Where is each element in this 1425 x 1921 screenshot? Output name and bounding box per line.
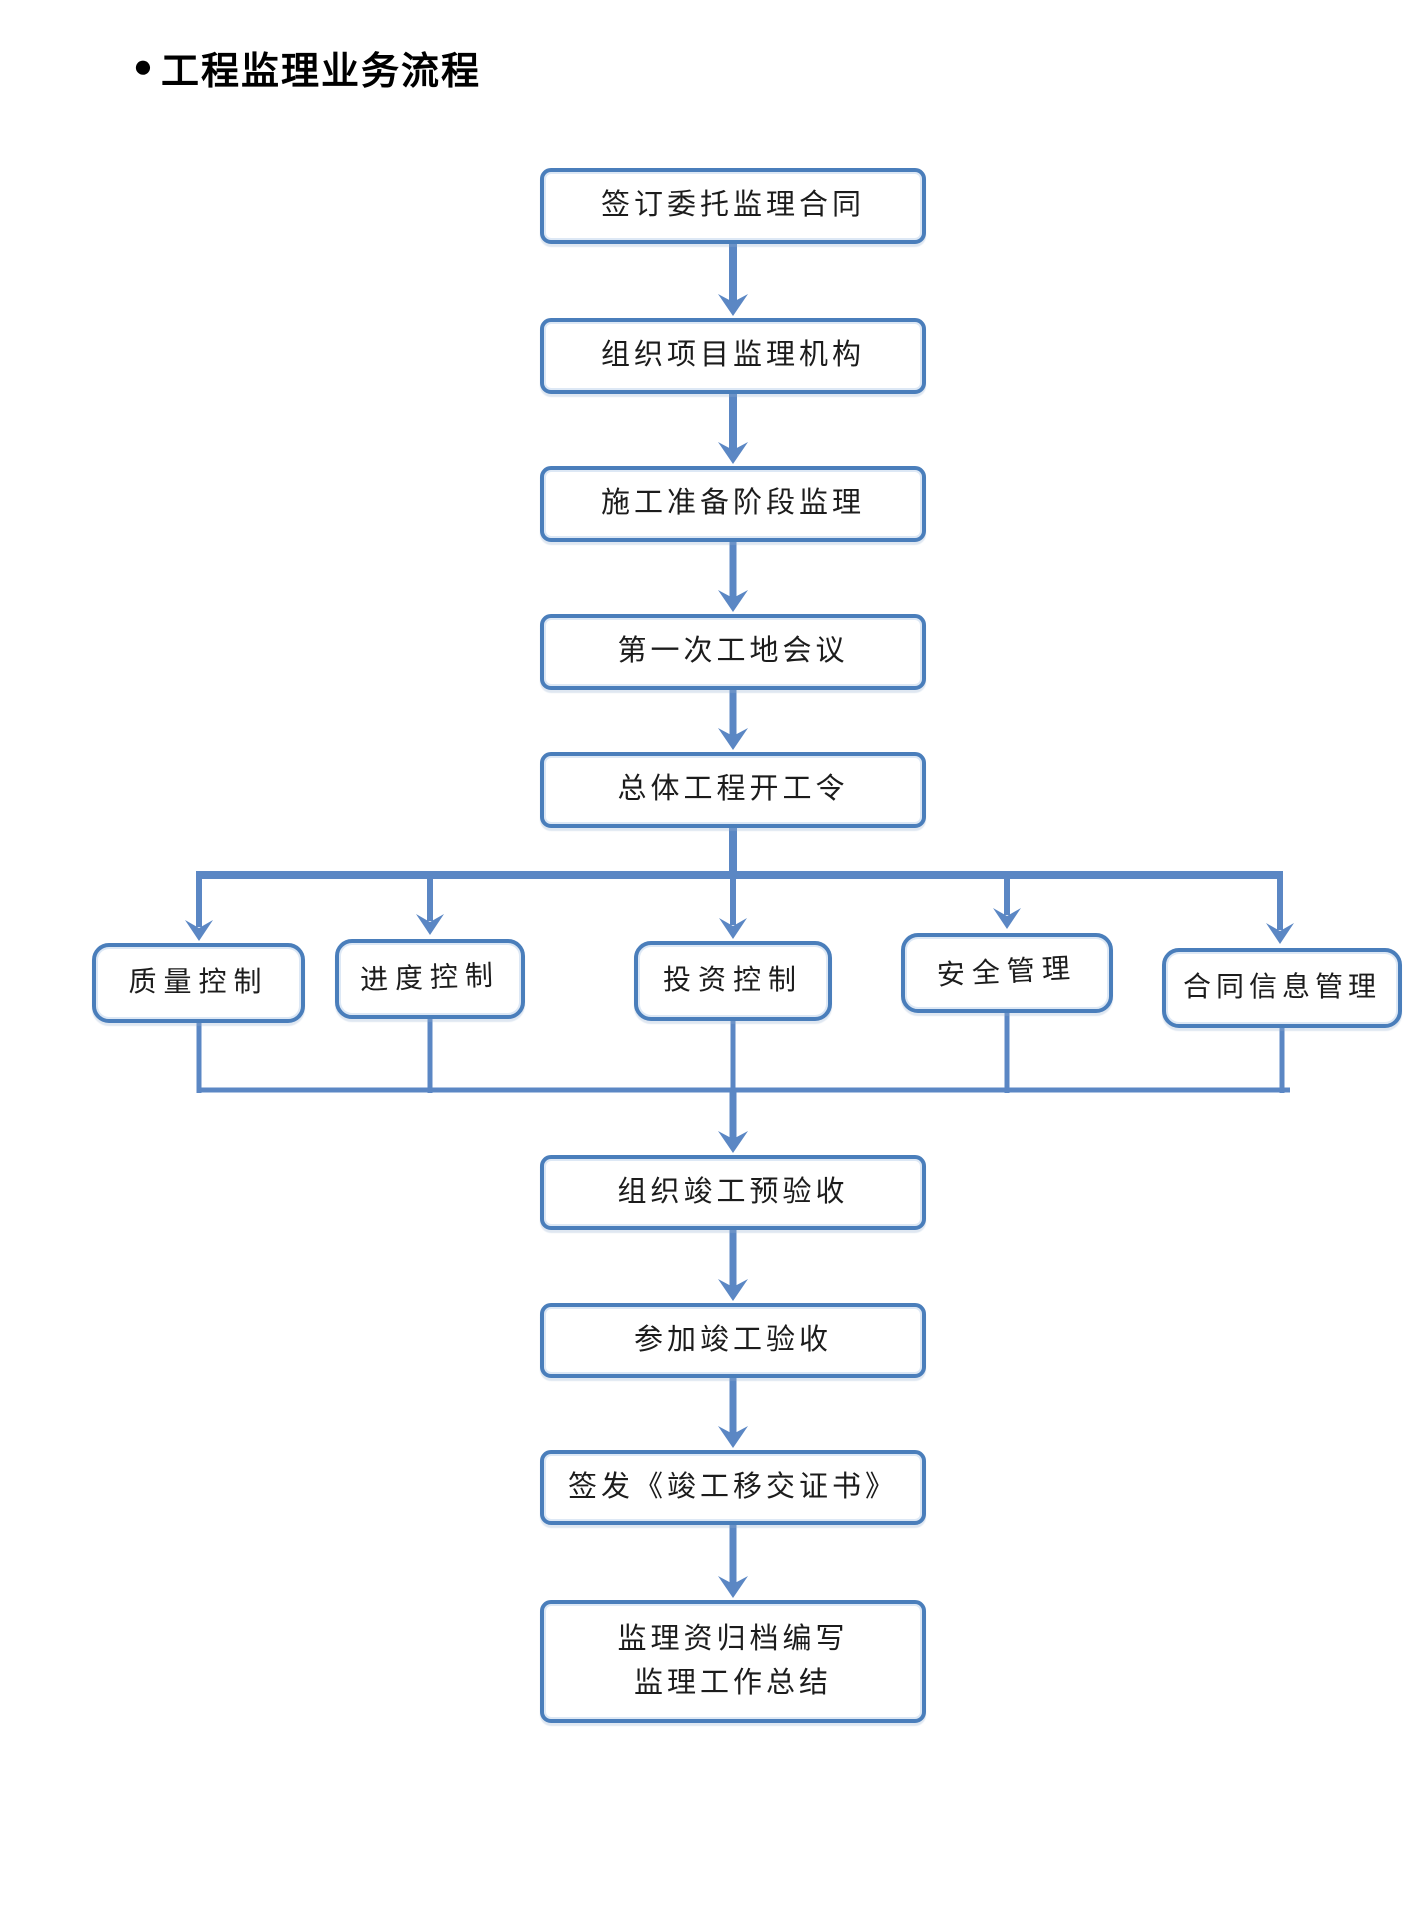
arrow-meeting-to-order [718,690,748,750]
node-label: 签发《竣工移交证书》 [567,1470,898,1503]
drop-arrow-quality [185,871,213,941]
flow-node-organize-supervision-org: 组织项目监理机构 [540,318,926,394]
flow-node-schedule-control: 进度控制 [335,939,525,1019]
arrow-acceptance-to-certificate [718,1377,748,1448]
flow-node-contract-info-management: 合同信息管理 [1162,948,1402,1028]
node-label: 安全管理 [936,953,1078,992]
arrow-certificate-to-summary [718,1524,748,1598]
arrow-preacceptance-to-acceptance [718,1229,748,1301]
drop-arrow-contract-info [1266,871,1294,944]
arrow-contract-to-org [718,244,748,316]
flow-node-investment-control: 投资控制 [634,941,832,1021]
node-label: 组织项目监理机构 [600,339,865,372]
node-label: 合同信息管理 [1182,972,1381,1003]
page-title-text: 工程监理业务流程 [160,51,481,93]
flow-node-completion-acceptance: 参加竣工验收 [540,1303,926,1378]
node-label: 总体工程开工令 [617,773,849,806]
drop-arrow-investment [719,871,747,939]
node-label: 投资控制 [662,965,803,996]
flow-node-completion-pre-acceptance: 组织竣工预验收 [540,1155,926,1230]
drop-arrow-safety [993,871,1021,929]
node-label: 进度控制 [359,960,501,997]
flow-node-archive-and-work-summary: 监理资归档编写 监理工作总结 [540,1600,926,1723]
flow-node-quality-control: 质量控制 [92,943,305,1023]
flow-node-safety-management: 安全管理 [901,933,1113,1013]
bullet-icon: ● [133,49,155,85]
node-label: 施工准备阶段监理 [600,487,865,520]
arrow-prep-to-meeting [718,542,748,612]
node-label: 监理资归档编写 监理工作总结 [617,1623,849,1699]
node-label: 组织竣工预验收 [617,1175,849,1208]
flow-node-construction-prep-supervision: 施工准备阶段监理 [540,466,926,542]
arrow-merge-to-preacceptance [718,1090,748,1153]
flow-node-first-site-meeting: 第一次工地会议 [540,614,926,690]
flow-node-sign-supervision-contract: 签订委托监理合同 [540,168,926,244]
node-label: 质量控制 [128,967,269,998]
node-label: 第一次工地会议 [617,635,849,668]
node-label: 签订委托监理合同 [600,189,865,222]
page-title: ● 工程监理业务流程 [133,40,481,95]
node-label: 参加竣工验收 [633,1323,832,1356]
arrow-org-to-prep [718,394,748,464]
flow-node-issue-transfer-certificate: 签发《竣工移交证书》 [540,1450,926,1525]
flow-node-overall-commencement-order: 总体工程开工令 [540,752,926,828]
drop-arrow-schedule [416,871,444,935]
